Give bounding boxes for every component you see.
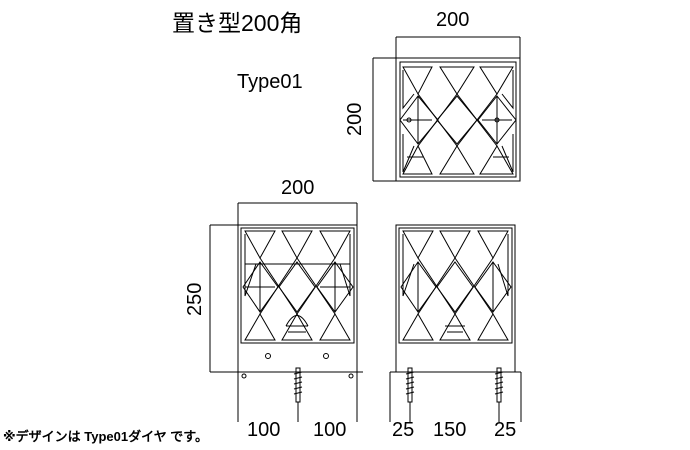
- front-view-panel-frame: [240, 227, 355, 344]
- side-view-panel-frame: [398, 227, 513, 344]
- front-view-bolt-left: [265, 353, 271, 359]
- front-view-width-label: 200: [281, 177, 315, 199]
- design-note: ※デザインは Type01ダイヤ です。: [3, 429, 209, 444]
- type-label: Type01: [237, 71, 303, 93]
- front-view-bottom-left-label: 100: [247, 419, 281, 441]
- front-view-foot-left: [241, 373, 247, 379]
- top-view-screw-left: [406, 117, 412, 123]
- drawing-title: 置き型200角: [172, 10, 303, 36]
- side-view-bottom-label-right: 25: [494, 419, 517, 441]
- front-view: [209, 202, 363, 422]
- front-view-foot-right: [348, 373, 354, 379]
- front-view-bolt-right: [323, 353, 329, 359]
- side-view-outline: [395, 224, 516, 373]
- side-view-anchor-screw-right: [494, 367, 504, 410]
- side-view-bottom-label-left: 25: [392, 419, 415, 441]
- top-view-diamond-pattern: [399, 66, 517, 175]
- top-view-outline: [395, 57, 521, 182]
- top-view: [372, 36, 521, 182]
- front-view-diamond-pattern: [242, 230, 354, 341]
- side-view: [389, 224, 522, 422]
- side-view-diamond-pattern: [400, 230, 512, 341]
- front-view-bottom-right-label: 100: [313, 419, 347, 441]
- side-view-anchor-screw-left: [405, 367, 415, 410]
- top-view-screw-right: [494, 117, 500, 123]
- front-view-outline: [237, 224, 358, 373]
- side-view-bottom-label-center: 150: [433, 419, 467, 441]
- top-view-width-label: 200: [436, 9, 470, 31]
- front-view-anchor-screw: [293, 367, 303, 410]
